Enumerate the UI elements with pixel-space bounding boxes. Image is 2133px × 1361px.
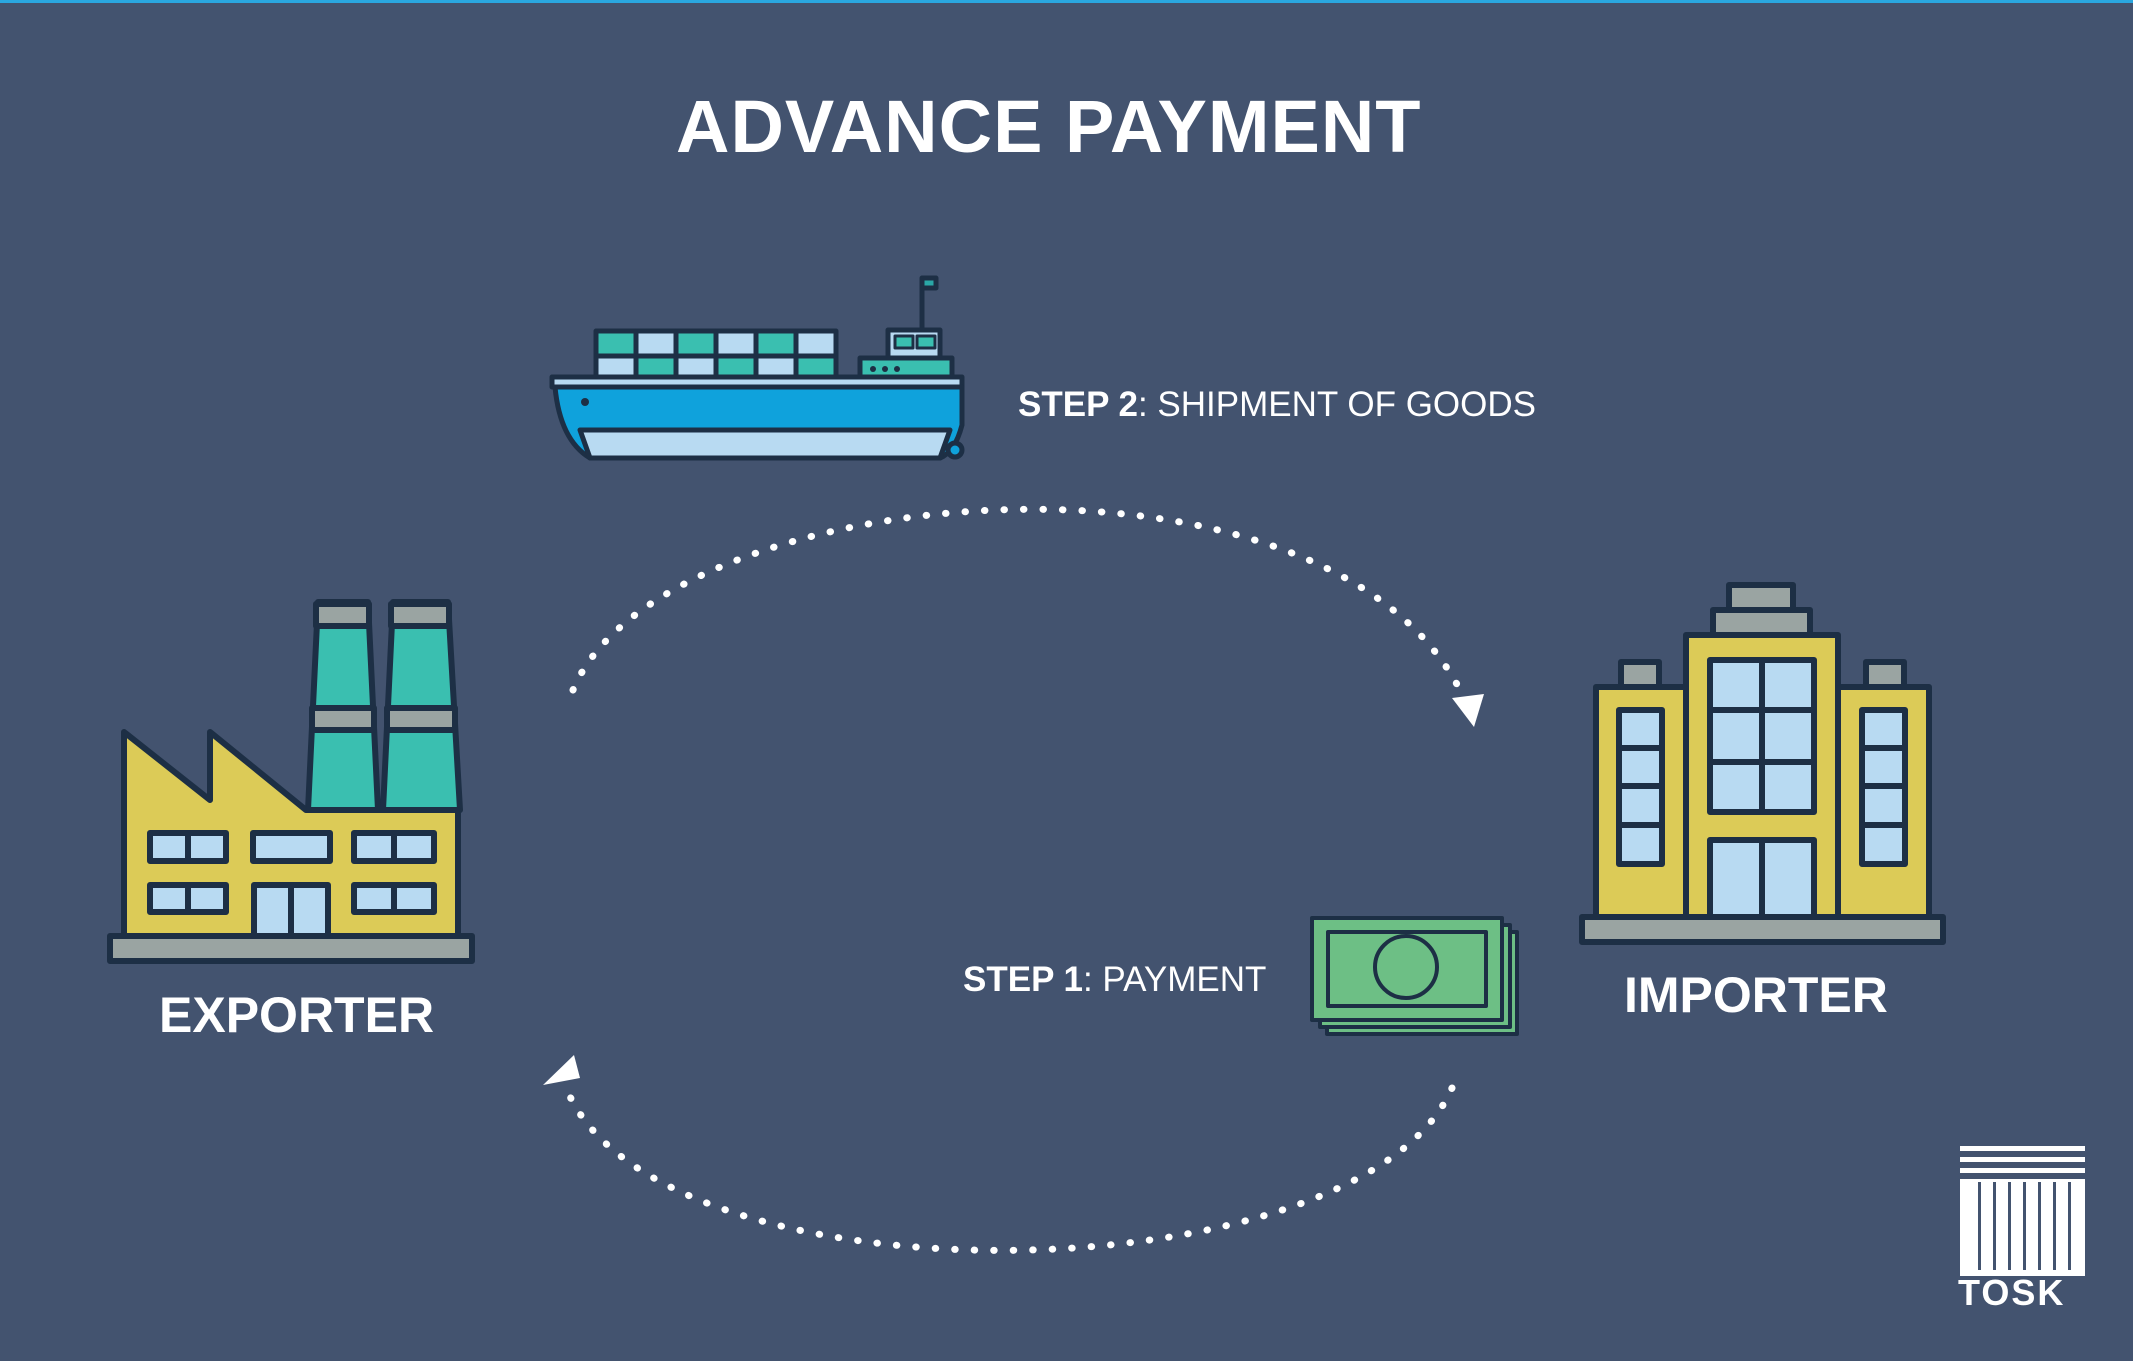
page-title: ADVANCE PAYMENT [676,85,1422,168]
step-2-label: STEP 2 [1018,385,1138,424]
step-1-caption: STEP 1: PAYMENT [963,960,1266,1000]
factory-icon [107,599,475,964]
payment-flow-arrow [543,1055,1456,1254]
office-building-icon [1579,582,1946,945]
top-accent-line [0,0,2133,3]
importer-label: IMPORTER [1624,967,1888,1023]
container-ship-icon [549,275,965,461]
step-2-text: : SHIPMENT OF GOODS [1137,385,1536,424]
step-2-caption: STEP 2: SHIPMENT OF GOODS [1018,385,1536,425]
tosk-logo-text: TOSK [1958,1272,2066,1313]
step-1-label: STEP 1 [963,960,1083,999]
exporter-label: EXPORTER [159,987,435,1043]
banknote-stack-icon [1310,916,1519,1036]
step-1-text: : PAYMENT [1082,960,1267,999]
shipment-flow-arrow [569,505,1484,727]
tosk-logo [1960,1146,2085,1276]
